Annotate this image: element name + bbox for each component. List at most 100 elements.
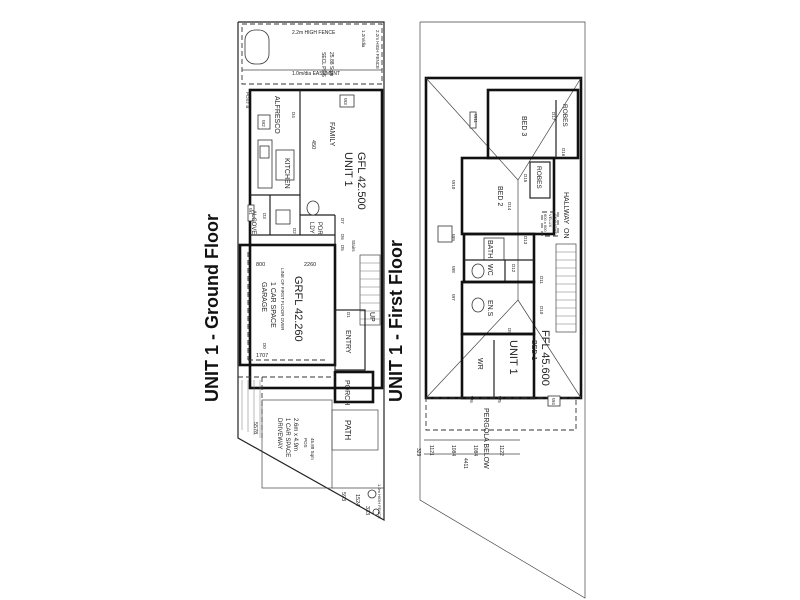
window-w11 [469, 111, 477, 129]
ens-label: EN.S [486, 300, 493, 317]
on-label: ON [562, 228, 569, 239]
water-tank [244, 29, 270, 65]
kitchen-label: KITCHEN [283, 158, 290, 189]
window-w4 [547, 395, 561, 407]
skylight-label: SKYLIGHT [553, 214, 558, 234]
easement-label: 1.0m/dia EASEMENT [292, 71, 340, 77]
bed3-label: BED 3 [520, 116, 527, 136]
code-w3: W3 [343, 98, 348, 105]
pdr-label: PDR [316, 222, 322, 235]
code-d4: D4 [291, 112, 296, 118]
secl-area-label: 25.88 Sqm [328, 52, 334, 76]
driveway-size-label: 2.6m x 4.9m [292, 418, 298, 451]
grfl-level-label: GRFL 42.260 [292, 276, 304, 342]
dim-329-label: 329 [415, 448, 421, 457]
code-d11: D11 [539, 276, 544, 284]
ground-floor-plan: 2.2m HIGH FENCE 1.0m/dia EASEMENT 1.2m/d… [237, 21, 385, 522]
driveway-area-label: 45.88 Sqm [310, 438, 315, 460]
post-label: POST B [245, 92, 250, 108]
wc-toilet [471, 263, 485, 279]
entry-outline [334, 309, 366, 371]
driveway-space-label: 1 CAR SPACE [284, 418, 290, 457]
code-d6: D6 [340, 234, 345, 240]
pdr-toilet [306, 200, 320, 216]
dim-333-label: 333 [364, 506, 370, 515]
first-floor-stairs [555, 243, 577, 333]
bed1-outline [460, 332, 536, 400]
code-w5: W5 [497, 396, 502, 403]
dim-1121-label: 1121 [428, 445, 434, 456]
window-w10-hood [437, 225, 453, 243]
garage-label: GARAGE [260, 282, 267, 312]
code-w11: W11 [473, 114, 478, 123]
wr-label: WR [476, 358, 483, 370]
kitchen-island [275, 149, 295, 181]
window-w3 [339, 94, 355, 108]
path-label: PATH [343, 420, 352, 440]
dim-1707-label: 1707 [256, 353, 268, 359]
secl-pos-label: SECL POS [320, 52, 326, 77]
ensuite-toilet [471, 297, 485, 313]
pergola-label: PERGOLA BELOW [482, 408, 489, 469]
skylight-brand-label: VELUX [548, 214, 553, 227]
robes-mid-label: ROBES [535, 166, 542, 189]
overhang-label: LINE OF FIRST FLOOR OVER [280, 268, 285, 331]
window-w1 [247, 204, 255, 222]
dim-593-label: 593 [340, 492, 346, 501]
code-w10: W10 [451, 180, 456, 190]
first-floor-plan: BED 3 ROBES ROBES BED 2 HALLWAY ON 600 x… [415, 21, 586, 599]
ffl-level-label: FFL 45.600 [539, 330, 551, 386]
up-label: UP [368, 312, 375, 322]
code-w1: W1 [248, 208, 253, 215]
garage-spaces-label: 1 CAR SPACE [269, 282, 276, 328]
code-w9: W9 [451, 234, 456, 241]
gfl-level-label: GFL 42.500 [355, 152, 367, 210]
dim-1084-a-label: 1084 [450, 445, 456, 456]
code-d3: D3 [262, 213, 267, 219]
robes-mid-outline [529, 161, 551, 199]
right-fence-top-label: 1.2m/dia [361, 30, 366, 48]
window-w2 [257, 114, 271, 130]
unit-label-ground: UNIT 1 [342, 152, 354, 187]
code-d13: D13 [523, 236, 528, 245]
ground-house-outline [248, 88, 384, 390]
code-d0: D0 [262, 343, 267, 349]
dim-800-label: 800 [256, 262, 265, 268]
wc-label: WC [486, 264, 493, 276]
dim-1524-label: 1524 [354, 494, 360, 506]
ground-floor-title: UNIT 1 - Ground Floor [202, 214, 222, 402]
roof-line [425, 299, 519, 399]
roof-line [425, 77, 519, 181]
code-d14: D14 [507, 202, 512, 211]
right-fence-label: 2.2m HIGH FENCE [375, 30, 380, 69]
code-d2: D2 [292, 228, 297, 234]
hallway-label: HALLWAY [562, 192, 569, 224]
unit-label-first: UNIT 1 [507, 340, 519, 375]
code-d7: D7 [340, 218, 345, 224]
driveway-label: DRIVEWAY [276, 418, 282, 449]
family-label: FAMILY [328, 122, 335, 147]
dim-1122-label: 1122 [498, 445, 504, 456]
roof-line [517, 77, 582, 181]
laundry-tub [275, 209, 291, 225]
secl-pos-area [241, 23, 383, 85]
code-d12: D12 [511, 264, 516, 273]
top-fence-label: 2.2m HIGH FENCE [292, 30, 336, 36]
pergola-outline [425, 397, 577, 431]
path-area [331, 409, 379, 451]
code-w6: W6 [469, 396, 474, 403]
low-fence-label: 1.2m HIGH FENCE [377, 484, 382, 519]
code-d17: D17 [551, 112, 556, 121]
bed1-label: BED 1 [530, 340, 537, 360]
code-w7: W7 [451, 294, 456, 301]
porch-label: PORCH [343, 380, 350, 405]
fence-post [367, 489, 377, 499]
code-w2: W2 [261, 120, 266, 127]
alfresco-label: ALFRESCO [273, 96, 280, 134]
first-lot-boundary [419, 21, 586, 599]
robes-top-label: ROBES [561, 104, 568, 127]
first-floor-title: UNIT 1 - First Floor [386, 240, 406, 402]
dim-4411-label: 4411 [462, 458, 468, 469]
dim-450-label: 450 [310, 140, 316, 149]
